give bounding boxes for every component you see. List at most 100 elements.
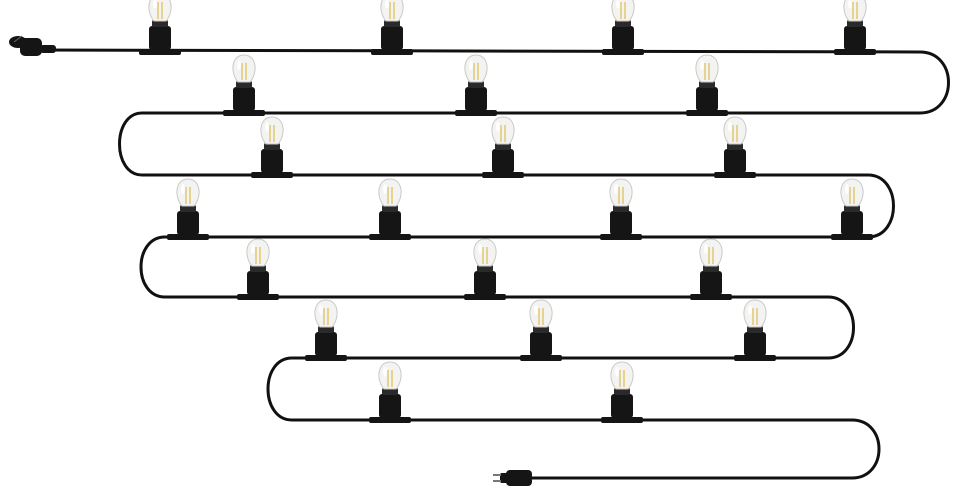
glass-highlight: [615, 367, 619, 377]
filament: [538, 308, 544, 325]
glass-bulb: [260, 116, 284, 145]
bulb-neck: [318, 326, 334, 333]
bulb: [251, 116, 293, 178]
filament: [185, 187, 191, 204]
glass-highlight: [700, 60, 704, 70]
filament: [387, 370, 393, 387]
bulb-neck: [180, 205, 196, 212]
socket-flange: [734, 355, 776, 361]
socket-base: [474, 271, 496, 295]
filament: [732, 125, 738, 142]
socket-base: [744, 332, 766, 356]
bulb-neck: [615, 20, 631, 27]
glass-bulb: [743, 299, 767, 328]
socket-base: [844, 26, 866, 50]
filament: [241, 63, 247, 80]
bulb-neck: [614, 388, 630, 395]
glass-bulb: [378, 361, 402, 390]
socket-base: [492, 149, 514, 173]
bulb-neck: [613, 205, 629, 212]
filament: [473, 63, 479, 80]
glass-bulb: [610, 361, 634, 390]
socket-flange: [369, 234, 411, 240]
bulb-neck: [847, 20, 863, 27]
socket-flange: [223, 110, 265, 116]
socket-flange: [167, 234, 209, 240]
bulb: [734, 299, 776, 361]
filament: [852, 2, 858, 19]
bulb-neck: [747, 326, 763, 333]
glass-bulb: [695, 54, 719, 83]
bulbs-group: [139, 0, 876, 423]
glass-bulb: [380, 0, 404, 22]
glass-highlight: [845, 184, 849, 194]
filament: [500, 125, 506, 142]
bulb: [601, 361, 643, 423]
bulb: [464, 238, 506, 300]
glass-highlight: [383, 184, 387, 194]
filament: [708, 247, 714, 264]
socket-base: [379, 211, 401, 235]
glass-highlight: [237, 60, 241, 70]
bulb-neck: [250, 265, 266, 272]
glass-highlight: [478, 244, 482, 254]
glass-highlight: [728, 122, 732, 132]
socket-base: [724, 149, 746, 173]
glass-bulb: [529, 299, 553, 328]
bulb: [834, 0, 876, 55]
bulb: [831, 178, 873, 240]
socket-base: [247, 271, 269, 295]
socket-flange: [455, 110, 497, 116]
filament: [389, 2, 395, 19]
bulb: [305, 299, 347, 361]
glass-bulb: [843, 0, 867, 22]
socket-flange: [237, 294, 279, 300]
socket-base: [700, 271, 722, 295]
bulb-neck: [382, 205, 398, 212]
socket-flange: [371, 49, 413, 55]
socket-base: [315, 332, 337, 356]
socket-flange: [305, 355, 347, 361]
bulb-neck: [468, 81, 484, 88]
glass-highlight: [534, 305, 538, 315]
socket-base: [465, 87, 487, 111]
socket-flange: [834, 49, 876, 55]
bulb-neck: [703, 265, 719, 272]
bulb: [520, 299, 562, 361]
glass-highlight: [181, 184, 185, 194]
bulb: [369, 361, 411, 423]
socket-flange: [139, 49, 181, 55]
socket-flange: [714, 172, 756, 178]
socket-flange: [251, 172, 293, 178]
filament: [387, 187, 393, 204]
socket-base: [261, 149, 283, 173]
glass-bulb: [378, 178, 402, 207]
glass-bulb: [473, 238, 497, 267]
glass-highlight: [614, 184, 618, 194]
bulb: [690, 238, 732, 300]
glass-highlight: [385, 0, 389, 9]
glass-bulb: [176, 178, 200, 207]
bulb: [455, 54, 497, 116]
glass-highlight: [383, 367, 387, 377]
filament: [269, 125, 275, 142]
socket-base: [696, 87, 718, 111]
glass-highlight: [265, 122, 269, 132]
bulb: [602, 0, 644, 55]
bulb: [167, 178, 209, 240]
glass-bulb: [699, 238, 723, 267]
glass-bulb: [723, 116, 747, 145]
glass-highlight: [748, 305, 752, 315]
glass-bulb: [148, 0, 172, 22]
cable: [38, 48, 950, 480]
glass-highlight: [319, 305, 323, 315]
glass-bulb: [840, 178, 864, 207]
filament: [618, 187, 624, 204]
bulb-neck: [844, 205, 860, 212]
bulb-neck: [384, 20, 400, 27]
socket-flange: [600, 234, 642, 240]
filament: [255, 247, 261, 264]
bulb-neck: [533, 326, 549, 333]
socket-flange: [690, 294, 732, 300]
